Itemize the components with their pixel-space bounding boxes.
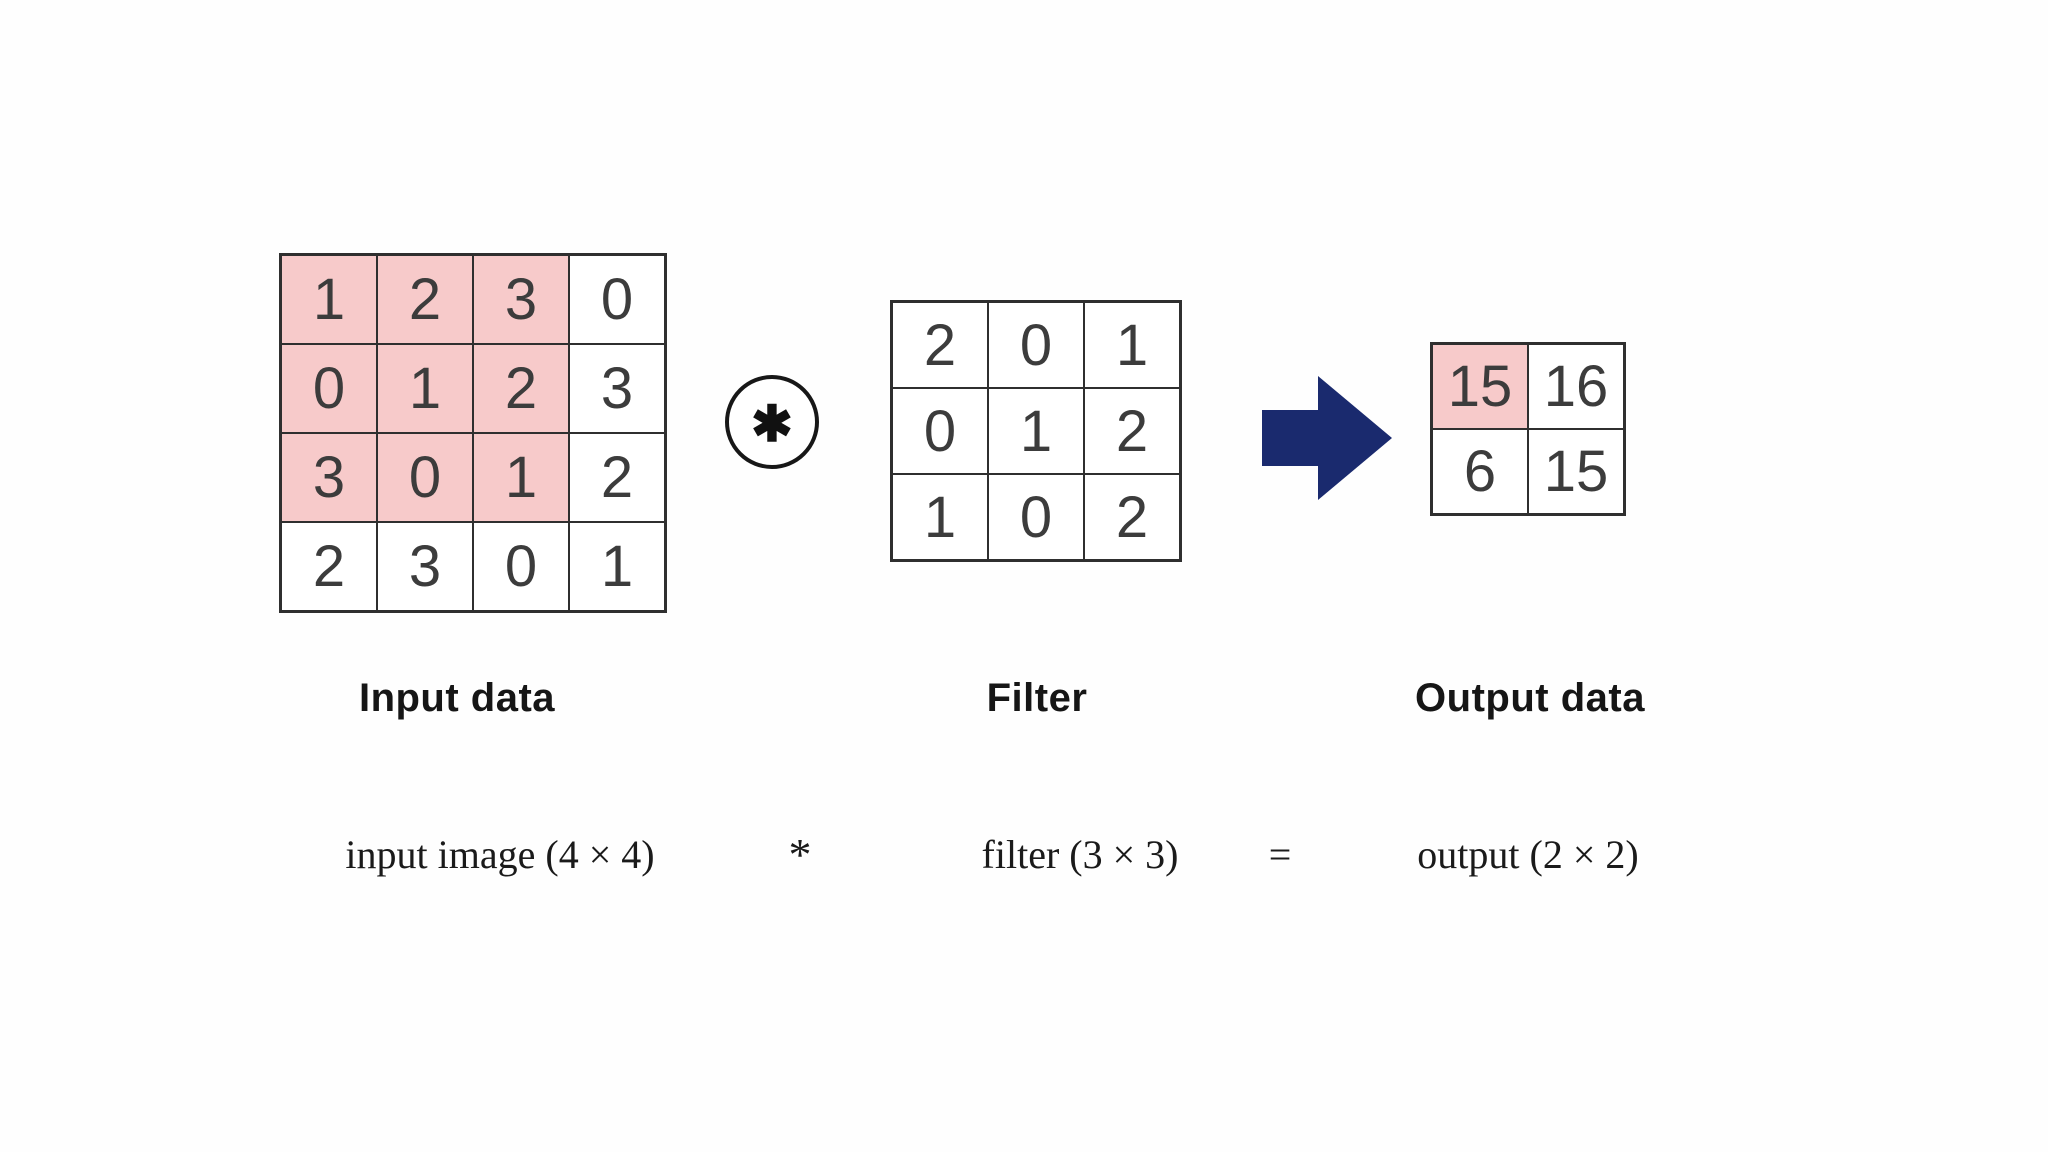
equation-operator: * (788, 829, 812, 880)
grid-cell: 0 (569, 255, 665, 344)
asterisk-icon: ✱ (751, 396, 793, 452)
grid-cell: 0 (988, 302, 1084, 388)
input-data-label: Input data (358, 676, 556, 720)
grid-cell: 0 (892, 388, 988, 474)
grid-cell: 15 (1432, 344, 1528, 429)
grid-cell: 0 (281, 344, 377, 433)
grid-cell: 3 (377, 522, 473, 611)
circled-asterisk-operator: ✱ (725, 375, 819, 469)
equation-output-term: output (2 × 2) (1417, 832, 1639, 877)
grid-cell: 3 (473, 255, 569, 344)
grid-cell: 15 (1528, 429, 1624, 514)
grid-cell: 1 (988, 388, 1084, 474)
grid-cell: 0 (377, 433, 473, 522)
grid-cell: 2 (281, 522, 377, 611)
grid-cell: 1 (473, 433, 569, 522)
equation-equals-sign: = (1268, 832, 1292, 877)
grid-cell: 1 (892, 474, 988, 560)
grid-cell: 2 (1084, 474, 1180, 560)
grid-cell: 2 (892, 302, 988, 388)
grid-cell: 0 (473, 522, 569, 611)
grid-cell: 3 (281, 433, 377, 522)
equation-line: input image (4 × 4) * filter (3 × 3) = o… (0, 818, 2048, 892)
grid-cell: 2 (473, 344, 569, 433)
grid-cell: 2 (1084, 388, 1180, 474)
grid-cell: 2 (569, 433, 665, 522)
grid-cell: 3 (569, 344, 665, 433)
grid-cell: 1 (569, 522, 665, 611)
grid-cell: 6 (1432, 429, 1528, 514)
grid-cell: 16 (1528, 344, 1624, 429)
grid-cell: 1 (377, 344, 473, 433)
output-data-label: Output data (1415, 676, 1645, 720)
grid-cell: 2 (377, 255, 473, 344)
equation-filter-term: filter (3 × 3) (981, 832, 1179, 877)
equation-input-term: input image (4 × 4) (345, 832, 655, 877)
grid-cell: 1 (1084, 302, 1180, 388)
filter-label: Filter (986, 676, 1088, 720)
grid-cell: 0 (988, 474, 1084, 560)
right-arrow-icon (1262, 376, 1392, 500)
grid-cell: 1 (281, 255, 377, 344)
